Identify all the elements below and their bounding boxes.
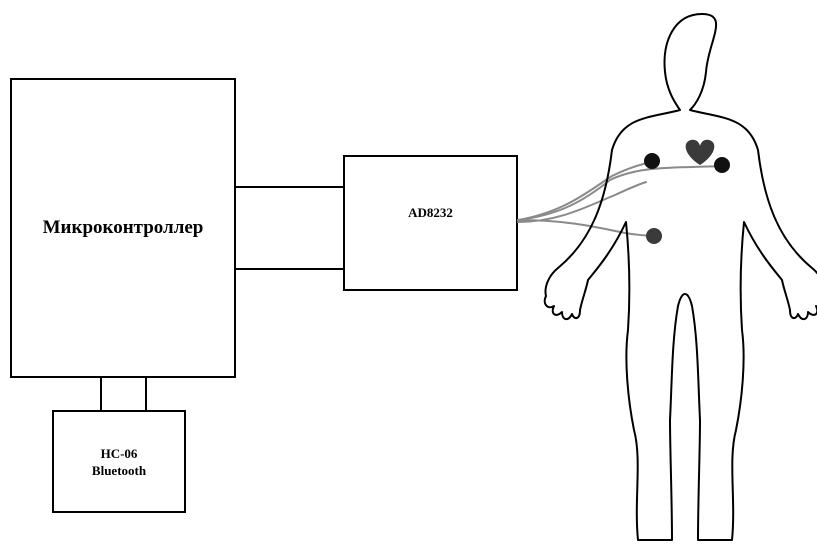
heart-icon bbox=[685, 139, 715, 165]
electrode-icon bbox=[714, 157, 730, 173]
human-body-icon bbox=[543, 13, 817, 541]
lead-wire-extra bbox=[517, 181, 647, 223]
microcontroller-label: Микроконтроллер bbox=[42, 217, 204, 238]
mcu-bluetooth-wire-left bbox=[100, 378, 102, 410]
lead-wire-right-arm bbox=[517, 165, 723, 221]
bluetooth-name-label: Bluetooth bbox=[91, 462, 147, 478]
body-outline bbox=[543, 13, 817, 541]
mcu-bluetooth-wire-right bbox=[145, 378, 147, 410]
microcontroller-block: Микроконтроллер bbox=[10, 78, 236, 378]
bluetooth-module-block: HC-06 Bluetooth bbox=[52, 410, 186, 513]
mcu-ad8232-wire-top bbox=[236, 186, 343, 188]
electrode-icon bbox=[644, 153, 660, 169]
mcu-ad8232-wire-bottom bbox=[236, 268, 343, 270]
bluetooth-model-label: HC-06 bbox=[100, 445, 138, 461]
ad8232-block: AD8232 bbox=[343, 155, 518, 291]
electrode-icon bbox=[646, 228, 662, 244]
ad8232-label: AD8232 bbox=[408, 205, 453, 220]
lead-wire-left-arm bbox=[517, 161, 653, 221]
